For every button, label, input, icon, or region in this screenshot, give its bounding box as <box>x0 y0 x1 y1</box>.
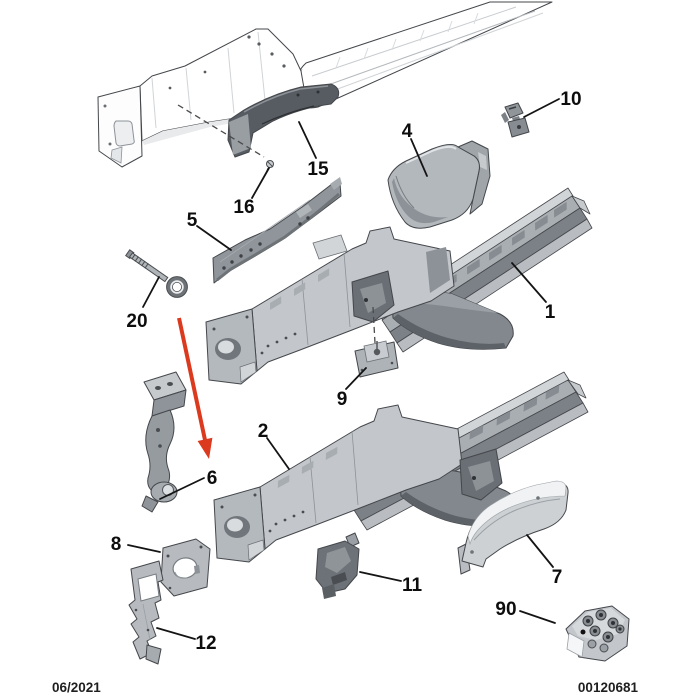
member-front-hatch <box>270 268 330 310</box>
member-lower-hatch <box>277 446 338 488</box>
part-7-panel <box>457 480 569 575</box>
part-15-bracket <box>227 83 340 158</box>
leader-12 <box>156 627 196 640</box>
callout-4[interactable]: 4 <box>402 121 413 142</box>
part-5-plate <box>212 177 342 284</box>
callout-16[interactable]: 16 <box>233 197 254 218</box>
leader-4 <box>410 138 428 177</box>
member-assembly-front <box>205 226 514 385</box>
leader-2 <box>266 437 290 470</box>
leader-20 <box>142 276 160 308</box>
leader-16 <box>251 167 270 199</box>
callout-1[interactable]: 1 <box>545 302 556 323</box>
callout-15[interactable]: 15 <box>307 159 329 180</box>
part-12-bracket <box>128 560 164 665</box>
plate-5-holes <box>222 216 310 270</box>
red-direction-arrow <box>177 317 213 459</box>
member-lower-holes <box>268 510 305 533</box>
apron-holes <box>168 35 286 90</box>
callout-12[interactable]: 12 <box>195 633 216 654</box>
member-front-holes <box>260 332 297 355</box>
part-10-clip <box>501 102 530 138</box>
leader-90 <box>519 610 556 624</box>
callout-10[interactable]: 10 <box>560 89 581 110</box>
footer-date: 06/2021 <box>52 680 101 695</box>
leader-1 <box>511 262 547 303</box>
leader-10 <box>523 98 560 118</box>
part-20-bolt <box>125 249 188 298</box>
callout-8[interactable]: 8 <box>111 534 122 555</box>
leader-7 <box>526 534 554 568</box>
leader-11 <box>359 571 402 582</box>
part-11-bracket <box>315 532 360 599</box>
callout-labels: 1 2 4 5 6 7 8 9 10 11 12 15 16 20 90 <box>111 89 582 654</box>
leader-5 <box>196 225 232 251</box>
callout-90[interactable]: 90 <box>495 599 516 620</box>
leader-6 <box>159 477 205 500</box>
part-6-arm <box>141 371 187 513</box>
leader-9 <box>345 367 367 390</box>
rail-panel-ticks <box>335 12 479 69</box>
leader-8 <box>127 544 161 553</box>
footer-drawing-number: 00120681 <box>578 680 639 695</box>
kit-fasteners <box>580 609 625 653</box>
callout-11[interactable]: 11 <box>402 575 423 596</box>
callout-20[interactable]: 20 <box>126 311 147 332</box>
leader-lines <box>127 98 560 640</box>
part-8-plate <box>160 538 211 597</box>
callout-2[interactable]: 2 <box>258 421 269 442</box>
callout-6[interactable]: 6 <box>207 468 218 489</box>
part-4-deflector <box>387 140 491 229</box>
part-90-fastener-kit <box>565 605 630 662</box>
part-9-mount <box>354 306 399 378</box>
callout-5[interactable]: 5 <box>187 210 198 231</box>
footer: 06/2021 00120681 <box>52 680 638 695</box>
callout-7[interactable]: 7 <box>552 567 563 588</box>
leader-15 <box>298 121 317 159</box>
callout-9[interactable]: 9 <box>337 389 348 410</box>
